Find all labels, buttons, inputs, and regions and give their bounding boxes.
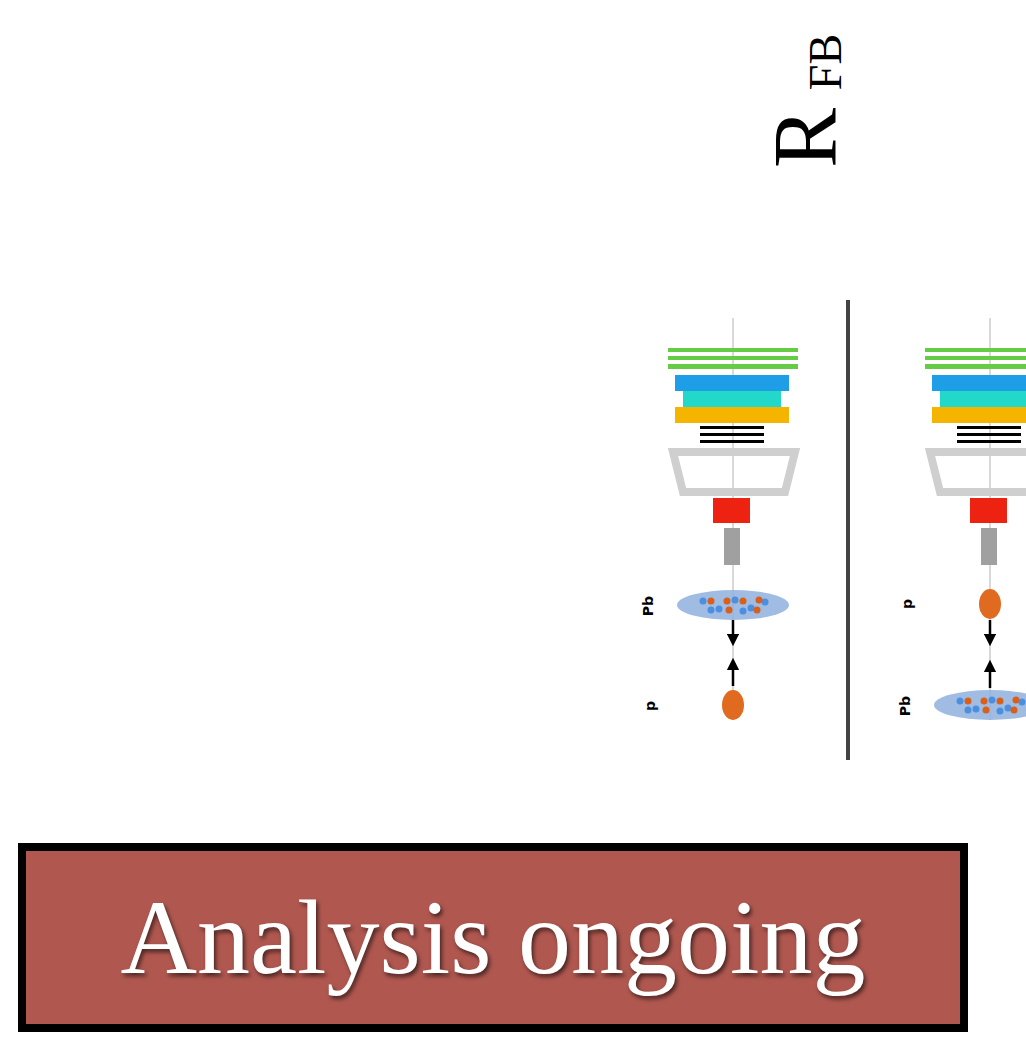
quantity-subscript: FB [803,34,849,90]
status-banner: Analysis ongoing [18,843,968,1032]
beam-label: p [643,701,657,711]
beam-label: Pb [641,596,655,616]
banner-text: Analysis ongoing [121,885,866,991]
quantity-symbol: R [761,108,851,168]
beam-label: Pb [898,696,912,716]
beam-label: p [900,599,914,609]
